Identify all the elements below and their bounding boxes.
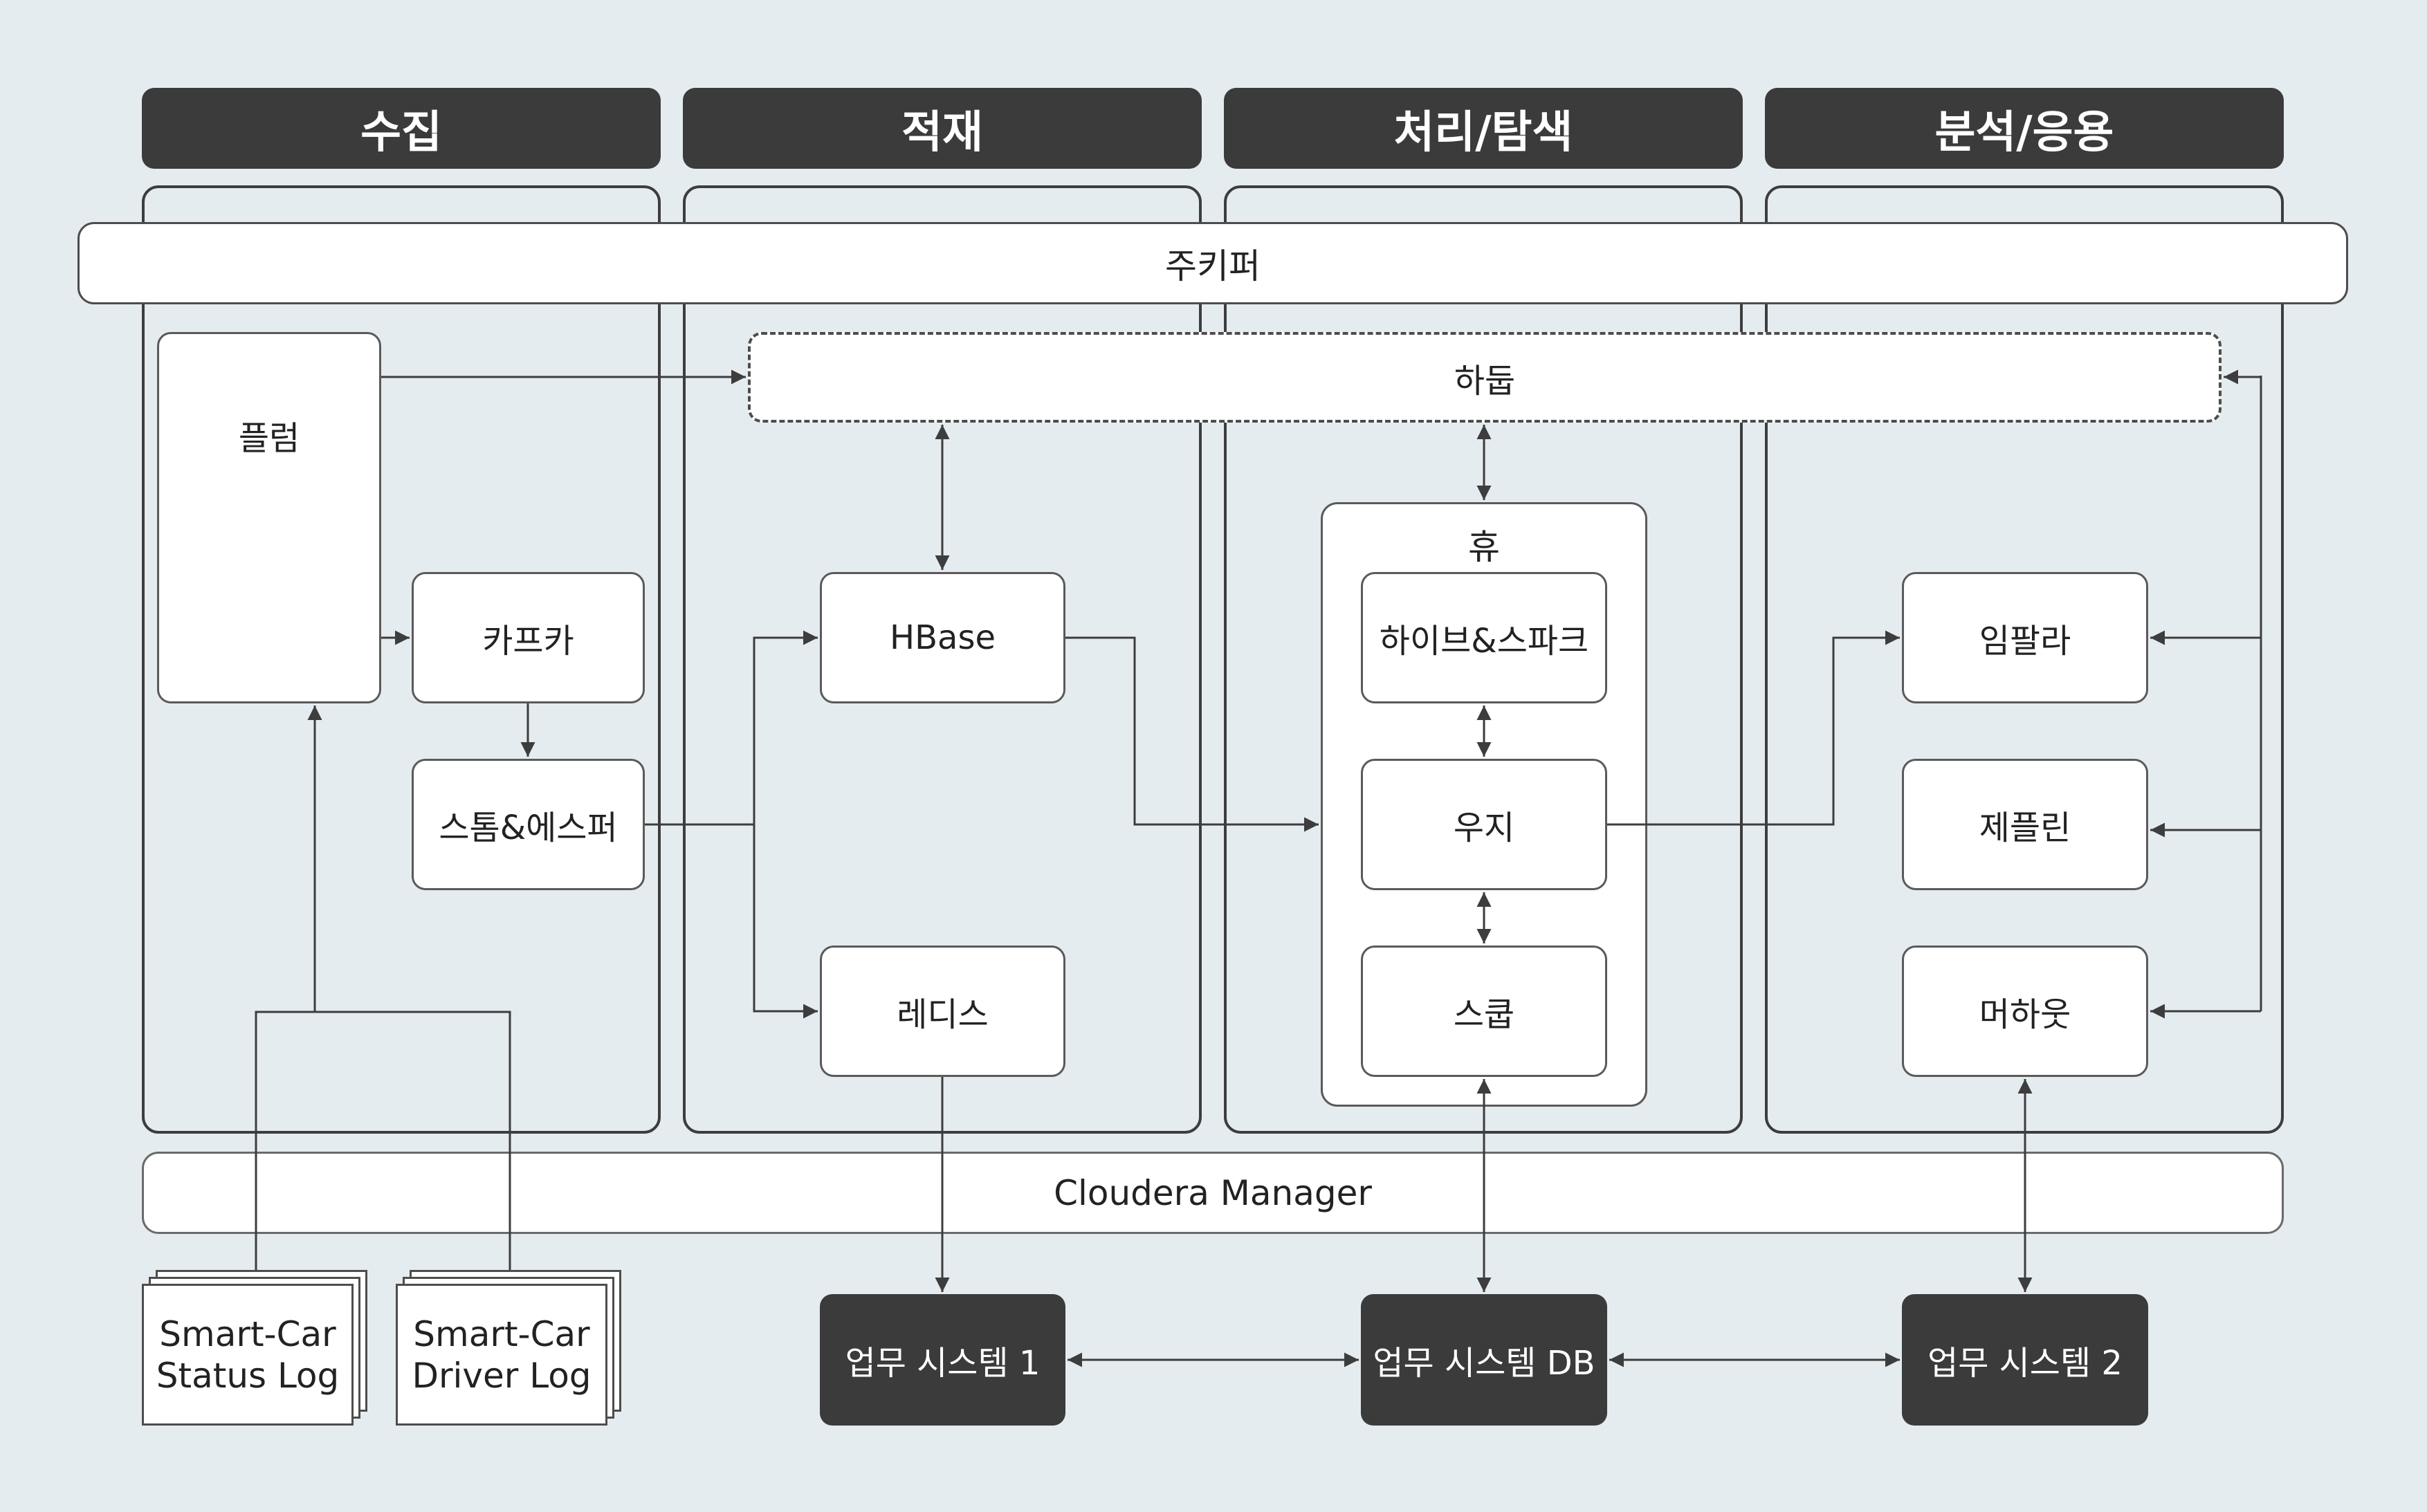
status-log-line2: Status Log bbox=[156, 1355, 340, 1396]
oozie-node: 우지 bbox=[1361, 759, 1607, 890]
storm-esper-node: 스톰&에스퍼 bbox=[412, 759, 645, 890]
biz-system-db-node: 업무 시스템 DB bbox=[1361, 1294, 1607, 1426]
driver-log-line2: Driver Log bbox=[412, 1355, 592, 1396]
redis-node: 레디스 bbox=[820, 946, 1065, 1077]
zeppelin-node: 제플린 bbox=[1902, 759, 2148, 890]
edge-logs-flume bbox=[255, 706, 511, 1270]
mahout-node: 머하웃 bbox=[1902, 946, 2148, 1077]
impala-node: 임팔라 bbox=[1902, 572, 2148, 703]
biz-system-2-node: 업무 시스템 2 bbox=[1902, 1294, 2148, 1426]
hbase-node: HBase bbox=[820, 572, 1065, 703]
driver-log-line1: Smart-Car bbox=[413, 1313, 590, 1354]
stage-header-collect: 수집 bbox=[142, 88, 661, 169]
driver-log-document: Smart-Car Driver Log bbox=[396, 1270, 621, 1426]
edge-feed-hadoop bbox=[2224, 376, 2262, 1011]
sqoop-node: 스쿱 bbox=[1361, 946, 1607, 1077]
kafka-node: 카프카 bbox=[412, 572, 645, 703]
biz-system-1-node: 업무 시스템 1 bbox=[820, 1294, 1065, 1426]
zookeeper-band: 주키퍼 bbox=[77, 222, 2348, 304]
stage-header-analyze: 분석/응용 bbox=[1765, 88, 2284, 169]
stage-header-load: 적재 bbox=[683, 88, 1202, 169]
hadoop-node: 하둡 bbox=[748, 332, 2222, 423]
cloudera-manager-band: Cloudera Manager bbox=[142, 1152, 2284, 1234]
edge-storm-hbase bbox=[645, 630, 818, 826]
status-log-line1: Smart-Car bbox=[159, 1313, 336, 1354]
hive-spark-node: 하이브&스파크 bbox=[1361, 572, 1607, 703]
flume-node: 플럼 bbox=[157, 332, 381, 703]
stage-panel-collect bbox=[142, 185, 661, 1134]
edge-hbase-oozie bbox=[1065, 636, 1319, 832]
status-log-document: Smart-Car Status Log bbox=[142, 1270, 367, 1426]
hue-title: 휴 bbox=[1468, 527, 1500, 567]
stage-header-process: 처리/탐색 bbox=[1224, 88, 1743, 169]
edge-storm-redis bbox=[753, 824, 818, 1019]
edge-oozie-impala bbox=[1607, 630, 1900, 826]
